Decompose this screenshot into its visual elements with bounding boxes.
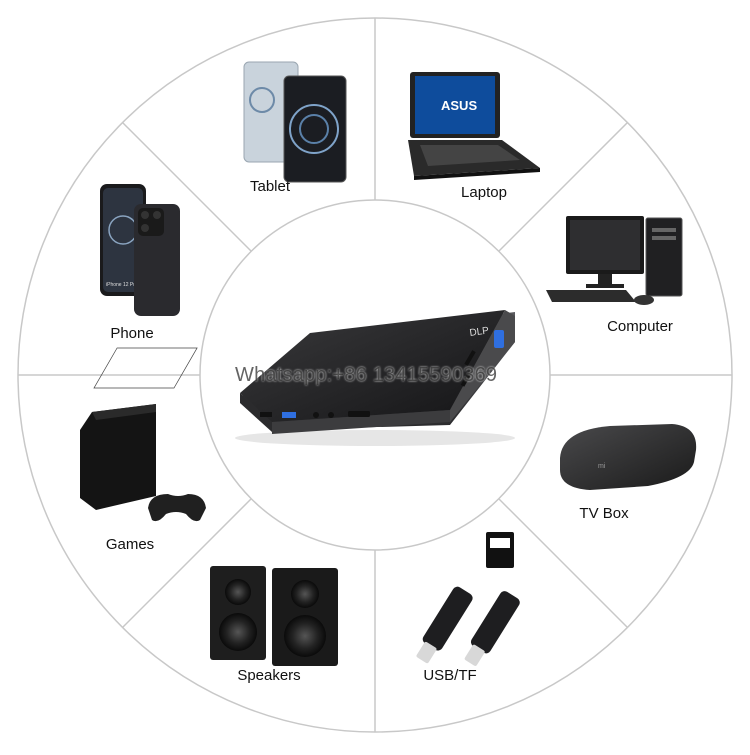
tablet-icon [243, 61, 347, 183]
segment-label-computer: Computer [607, 318, 673, 335]
dlp-logo: DLP [469, 325, 490, 339]
phone-screen-text: iPhone 12 Pro Mockup [106, 282, 157, 288]
phone-icon: iPhone 12 Pro Mockup [100, 184, 180, 316]
speaker-icon [210, 566, 338, 666]
whatsapp-watermark: Whatsapp:+86 13415590369 [235, 364, 498, 386]
game-console-icon [80, 404, 206, 522]
laptop-brand-logo: ASUS [441, 98, 477, 113]
desktop-computer-icon [546, 216, 683, 305]
segment-label-phone: Phone [110, 325, 154, 342]
usb-drive-icon [416, 532, 520, 666]
segment-label-speakers: Speakers [237, 667, 301, 684]
segment-label-laptop: Laptop [461, 184, 507, 201]
laptop-icon: ASUS [408, 72, 540, 180]
segment-label-games: Games [105, 536, 155, 553]
segment-label-tablet: Tablet [249, 178, 291, 195]
segment-label-usb-tf: USB/TF [423, 667, 477, 684]
tv-box-icon: mi [560, 424, 697, 490]
projector-icon: DLP [93, 310, 515, 446]
segment-label-tv-box: TV Box [579, 505, 629, 522]
tv-box-logo: mi [598, 463, 606, 470]
